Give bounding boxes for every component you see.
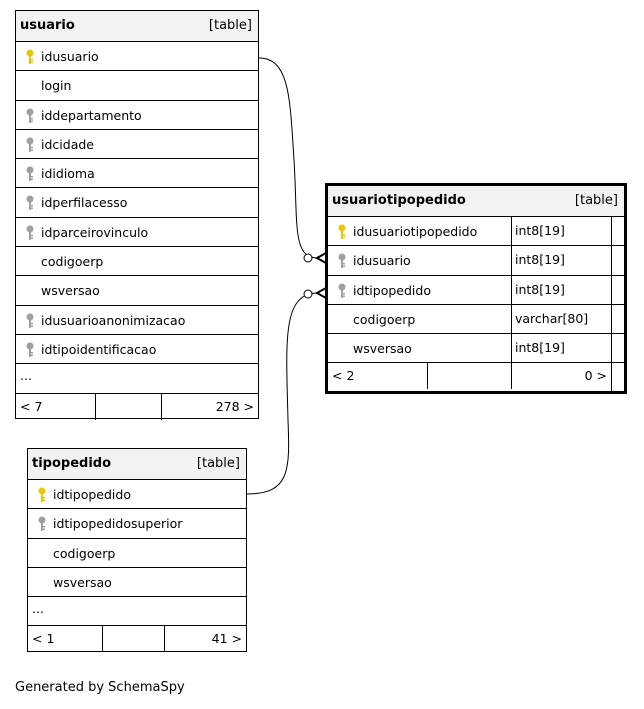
generated-by-footer: Generated by SchemaSpy — [15, 680, 185, 695]
column-row[interactable]: idtipopedido int8[19] — [328, 275, 624, 305]
parents-count[interactable]: < 1 — [32, 631, 55, 647]
column-row[interactable]: idtipoidentificacao — [16, 335, 258, 365]
column-name: idparceirovinculo — [41, 224, 149, 240]
children-count[interactable]: 41 > — [211, 631, 242, 647]
table-footer: < 2 0 > — [328, 363, 624, 390]
foreign-key-icon — [26, 166, 34, 182]
column-name: idtipopedido — [353, 282, 431, 298]
table-usuariotipopedido[interactable]: usuariotipopedido [table] idusuariotipop… — [325, 183, 627, 394]
column-row[interactable]: login — [16, 71, 258, 101]
column-name: idusuario — [41, 49, 99, 64]
column-row[interactable]: codigoerp — [16, 247, 258, 277]
column-name: codigoerp — [53, 545, 116, 561]
foreign-key-icon — [338, 253, 346, 269]
table-type: [table] — [196, 456, 240, 471]
column-type: int8[19] — [515, 252, 565, 268]
column-row[interactable]: idtipopedido — [28, 480, 246, 510]
column-name: idperfilacesso — [41, 195, 128, 211]
table-name: tipopedido — [32, 456, 112, 471]
link-tipopedido-usuariotipopedido — [246, 292, 319, 495]
table-footer: < 1 41 > — [28, 626, 246, 653]
column-name: wsversao — [53, 574, 112, 590]
column-name: wsversao — [41, 283, 100, 299]
link-optional-marker — [303, 253, 313, 263]
crowfoot-icon — [314, 287, 327, 299]
foreign-key-icon — [338, 283, 346, 298]
column-row[interactable]: wsversao int8[19] — [328, 334, 624, 364]
column-name: ididioma — [41, 166, 95, 182]
column-row[interactable]: idusuariotipopedido int8[19] — [328, 217, 624, 247]
column-row[interactable]: idperfilacesso — [16, 188, 258, 218]
table-name: usuariotipopedido — [332, 193, 466, 208]
children-count[interactable]: 0 > — [584, 368, 607, 384]
column-name: idtipoidentificacao — [41, 341, 157, 357]
foreign-key-icon — [38, 516, 46, 532]
column-divider — [511, 217, 512, 246]
table-usuario[interactable]: usuario [table] idusuario login iddepartam… — [15, 10, 259, 420]
table-header[interactable]: usuariotipopedido [table] — [328, 186, 624, 217]
table-type: [table] — [208, 18, 252, 33]
column-row[interactable]: iddepartamento — [16, 101, 258, 130]
column-row[interactable]: idparceirovinculo — [16, 218, 258, 248]
column-name: codigoerp — [353, 311, 416, 327]
primary-key-icon — [38, 487, 46, 502]
column-row[interactable]: idusuarioanonimizacao — [16, 306, 258, 335]
column-row[interactable]: idusuario int8[19] — [328, 246, 624, 276]
foreign-key-icon — [26, 225, 34, 240]
column-row[interactable]: idcidade — [16, 130, 258, 160]
parents-count[interactable]: < 2 — [332, 368, 355, 384]
primary-key-icon — [26, 49, 34, 64]
primary-key-icon — [338, 224, 346, 239]
column-name: idusuario — [353, 253, 411, 269]
foreign-key-icon — [26, 108, 34, 123]
more-columns: ... — [16, 364, 258, 394]
link-usuario-usuariotipopedido — [258, 57, 319, 259]
column-name: idtipopedidosuperior — [53, 516, 183, 532]
column-name: idusuariotipopedido — [353, 224, 478, 239]
parents-count[interactable]: < 7 — [20, 398, 43, 414]
column-row[interactable]: codigoerp varchar[80] — [328, 304, 624, 335]
right-gutter — [611, 217, 612, 391]
column-type: int8[19] — [515, 340, 565, 356]
foreign-key-icon — [26, 313, 34, 328]
column-name: codigoerp — [41, 254, 104, 270]
link-optional-marker — [303, 289, 313, 299]
foreign-key-icon — [26, 195, 34, 211]
table-header[interactable]: tipopedido [table] — [28, 449, 246, 480]
column-name: iddepartamento — [41, 107, 142, 123]
more-columns: ... — [28, 597, 246, 627]
table-tipopedido[interactable]: tipopedido [table] idtipopedido idtipoped… — [27, 448, 247, 653]
column-row[interactable]: idusuario — [16, 42, 258, 72]
table-type: [table] — [574, 193, 618, 208]
column-name: idtipopedido — [53, 487, 131, 502]
column-name: wsversao — [353, 341, 412, 357]
column-row[interactable]: idtipopedidosuperior — [28, 509, 246, 539]
column-divider — [511, 334, 512, 363]
column-type: int8[19] — [515, 281, 565, 297]
column-name: login — [41, 78, 72, 94]
column-divider — [511, 246, 512, 275]
column-row[interactable]: ididioma — [16, 159, 258, 189]
foreign-key-icon — [26, 342, 34, 357]
table-name: usuario — [20, 18, 75, 33]
column-type: varchar[80] — [515, 310, 589, 326]
crowfoot-icon — [314, 252, 327, 264]
column-divider — [511, 275, 512, 304]
column-name: idusuarioanonimizacao — [41, 312, 186, 328]
foreign-key-icon — [26, 137, 34, 152]
children-count[interactable]: 278 > — [215, 398, 254, 414]
column-row[interactable]: wsversao — [28, 568, 246, 598]
column-row[interactable]: codigoerp — [28, 539, 246, 568]
table-footer: < 7 278 > — [16, 393, 258, 420]
column-divider — [511, 304, 512, 334]
table-header[interactable]: usuario [table] — [16, 11, 258, 42]
column-name: idcidade — [41, 136, 94, 152]
column-row[interactable]: wsversao — [16, 276, 258, 306]
column-type: int8[19] — [515, 223, 565, 238]
